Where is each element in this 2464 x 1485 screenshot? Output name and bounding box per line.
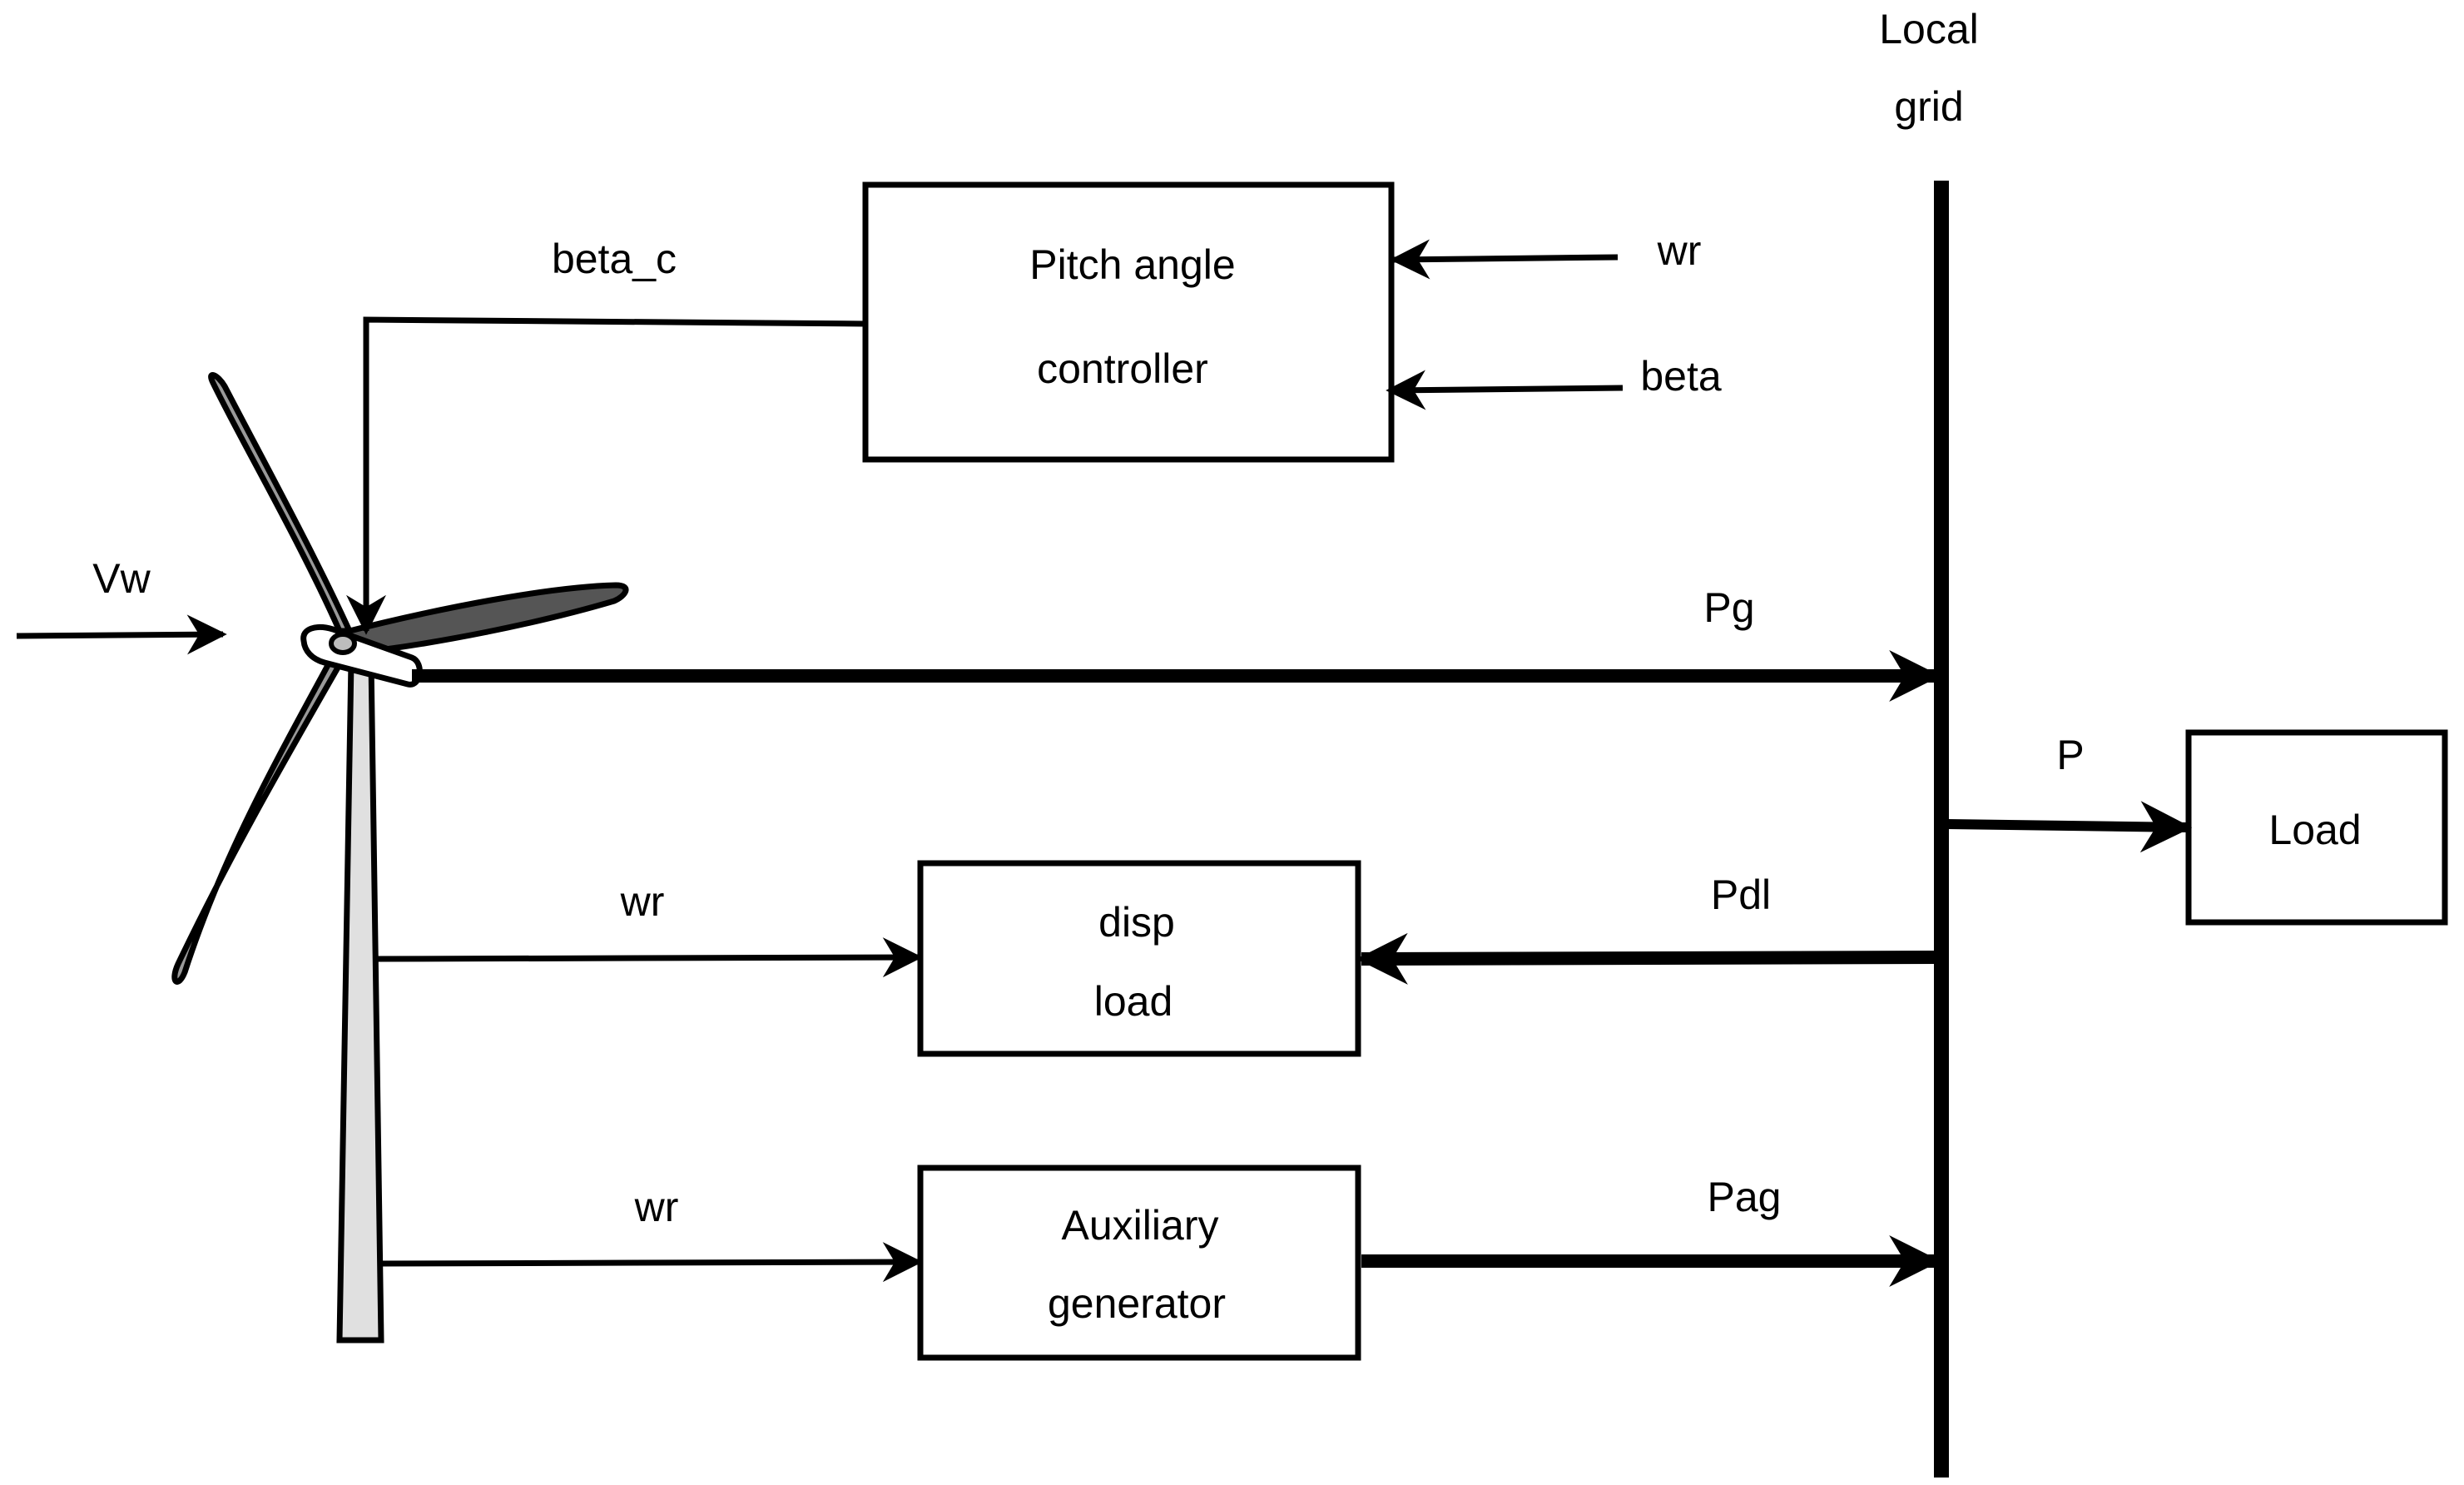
grid-label-line1: Local [1879, 6, 1979, 52]
turbine-tower [336, 658, 384, 1343]
p-arrow [1946, 801, 2193, 853]
beta-c-label: beta_c [551, 236, 677, 282]
wr-disp-label: wr [620, 878, 665, 925]
beta-label: beta [1640, 353, 1722, 400]
turbine-blade-lower [171, 653, 348, 985]
disp-load-label-line1: disp [1098, 899, 1175, 946]
vw-arrow [16, 614, 227, 655]
pitch-controller-label-line2: controller [1037, 345, 1208, 392]
wr-disp-arrow [375, 937, 923, 978]
pdl-label: Pdl [1710, 872, 1772, 918]
pitch-controller-block [862, 181, 1395, 463]
pg-label: Pg [1703, 584, 1755, 631]
pdl-arrow [1356, 932, 1938, 985]
turbine-blade-right [340, 582, 629, 657]
wr-pitch-label: wr [1657, 227, 1702, 274]
wr-aux-label: wr [634, 1184, 679, 1230]
aux-generator-label-line1: Auxiliary [1061, 1202, 1219, 1249]
grid-label-line2: grid [1894, 83, 1964, 130]
p-label: P [2056, 732, 2085, 778]
beta-c-arrow [346, 316, 866, 635]
turbine-blade-upper [208, 372, 353, 634]
turbine-hub [329, 632, 357, 655]
aux-generator-block [917, 1165, 1361, 1361]
pag-label: Pag [1707, 1174, 1782, 1220]
pitch-controller-label-line1: Pitch angle [1029, 241, 1236, 288]
wr-aux-arrow [380, 1242, 923, 1283]
load-label: Load [2268, 807, 2362, 853]
wind-turbine-icon [171, 372, 629, 1343]
aux-generator-label-line2: generator [1047, 1280, 1227, 1327]
beta-arrow [1386, 370, 1624, 410]
wr-pitch-arrow [1390, 239, 1619, 280]
disp-load-label-line2: load [1093, 978, 1173, 1025]
vw-label: Vw [92, 555, 151, 602]
disp-load-block [917, 860, 1361, 1057]
